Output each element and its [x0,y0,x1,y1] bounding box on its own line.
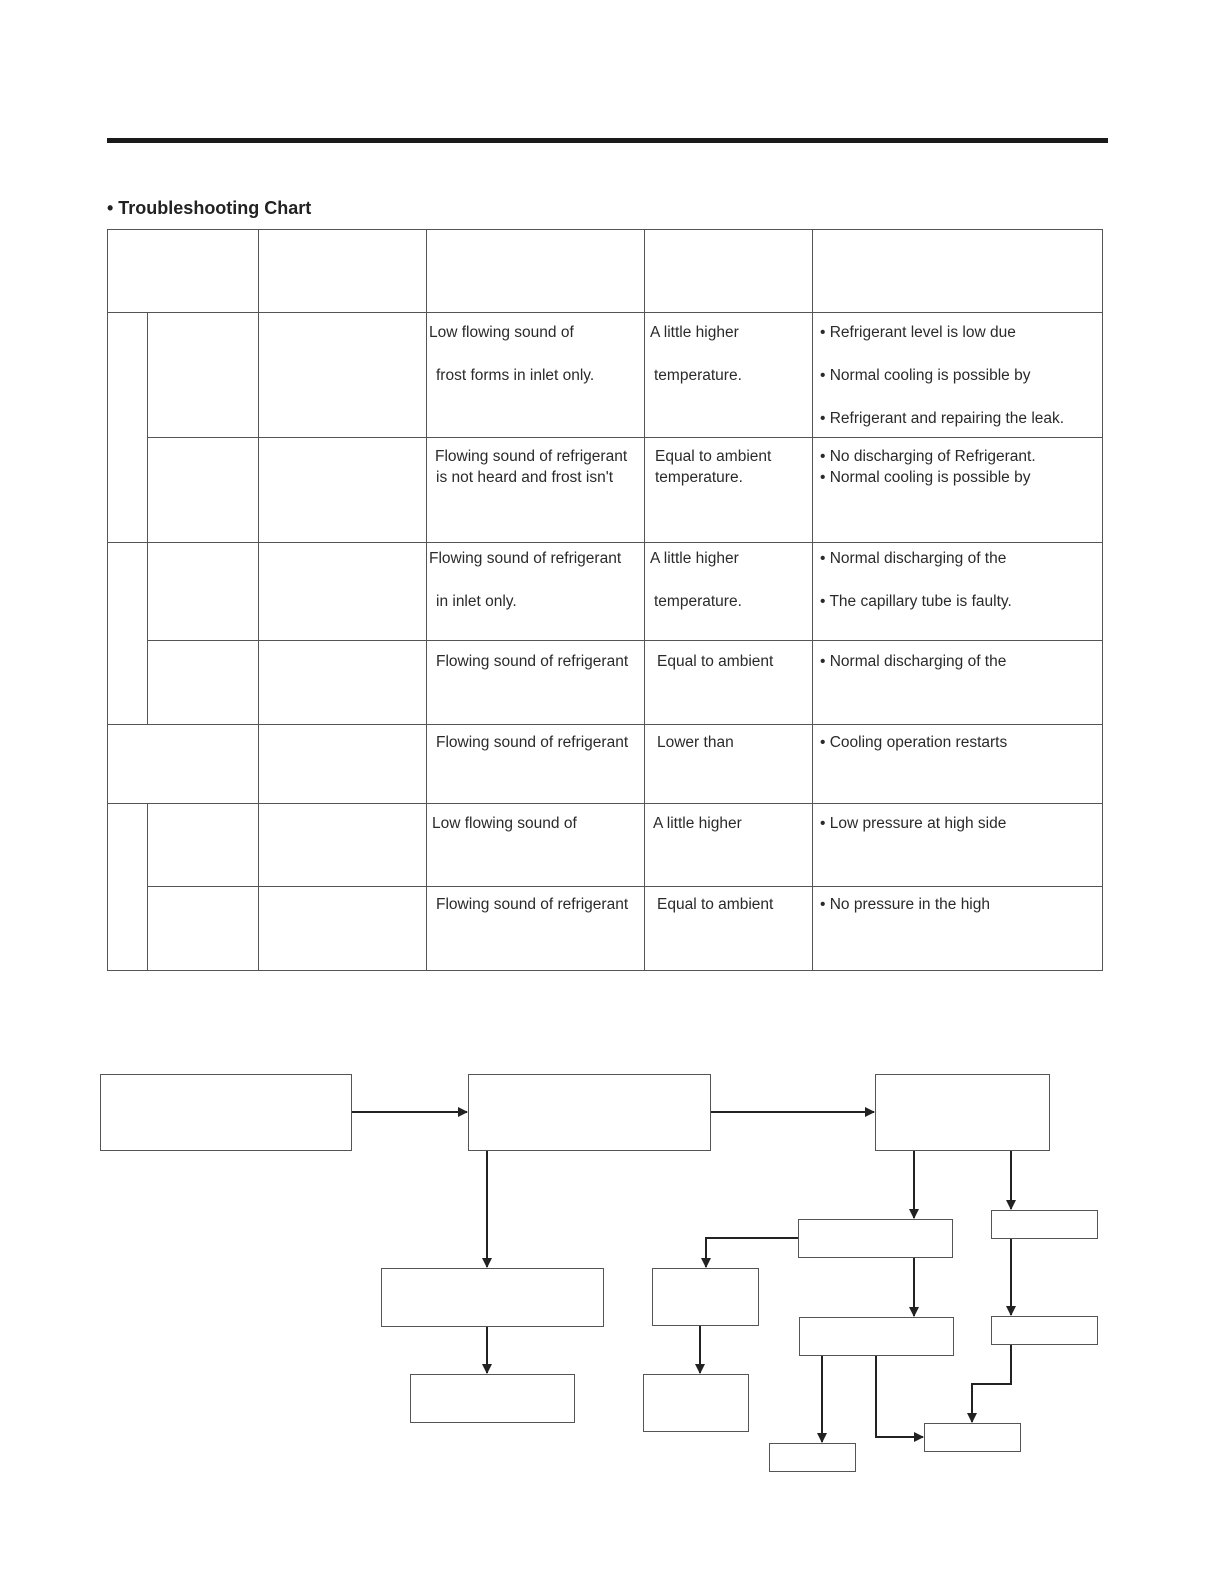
cell-row7-state: Flowing sound of refrigerant [436,896,629,913]
table-border-left [107,229,108,970]
cell-row3-state: in inlet only. [436,593,517,610]
arrow-branch-b-to-left [701,1237,798,1268]
cell-row4-state: Flowing sound of refrigerant [436,653,629,670]
cell-row1-remarks: • Refrigerant and repairing the leak. [820,410,1065,427]
table-border-right [1102,229,1103,970]
cell-row5-remarks: • Cooling operation restarts [820,734,1008,751]
cell-row3-remarks: • The capillary tube is faulty. [820,593,1012,610]
table-subrow-divider [147,437,1103,438]
table-subrow-divider [147,640,1103,641]
table-col-divider [426,229,427,970]
cell-row4-remarks: • Normal discharging of the [820,653,1007,670]
flow-box-merge [924,1423,1021,1452]
cell-row1-temperature: temperature. [654,367,742,384]
table-col-divider [147,312,148,724]
flow-box-branch-b-result-1 [769,1443,856,1472]
table-border-bottom [107,970,1103,971]
cell-row6-remarks: • Low pressure at high side [820,815,1007,832]
flow-box-step-3 [875,1074,1050,1151]
cell-row3-temperature: A little higher [650,550,739,567]
cell-row5-temperature: Lower than [657,734,734,751]
top-rule [107,138,1108,143]
cell-row2-temperature: Equal to ambient [655,448,772,465]
cell-row1-state: Low flowing sound of [429,324,574,341]
flow-box-branch-a-result [410,1374,575,1423]
table-row-divider [107,724,1103,725]
cell-row2-state: is not heard and frost isn't [436,469,614,486]
flow-box-branch-b-left [652,1268,759,1326]
cell-row1-remarks: • Refrigerant level is low due [820,324,1016,341]
cell-row2-state: Flowing sound of refrigerant [435,448,628,465]
cell-row6-temperature: A little higher [653,815,742,832]
section-title: • Troubleshooting Chart [107,198,312,218]
cell-row1-remarks: • Normal cooling is possible by [820,367,1031,384]
cell-row6-state: Low flowing sound of [432,815,577,832]
cell-row3-remarks: • Normal discharging of the [820,550,1007,567]
cell-row5-state: Flowing sound of refrigerant [436,734,629,751]
cell-row2-temperature: temperature. [655,469,743,486]
flow-box-branch-a [381,1268,604,1327]
cell-row3-temperature: temperature. [654,593,742,610]
flow-box-branch-b-next [799,1317,954,1356]
cell-row2-remarks: • No discharging of Refrigerant. [820,448,1036,465]
table-col-divider [812,229,813,970]
flow-box-start [100,1074,352,1151]
cell-row7-remarks: • No pressure in the high [820,896,990,913]
flow-box-branch-b [798,1219,953,1258]
cell-row7-temperature: Equal to ambient [657,896,774,913]
cell-row3-state: Flowing sound of refrigerant [429,550,622,567]
table-border-top [107,229,1103,230]
flow-box-step-2 [468,1074,711,1151]
flow-box-branch-b-left-result [643,1374,749,1432]
arrow-branch-b-next-to-merge [875,1356,924,1442]
table-col-divider [258,229,259,970]
table-row-divider [107,542,1103,543]
cell-row1-temperature: A little higher [650,324,739,341]
cell-row1-state: frost forms in inlet only. [436,367,595,384]
flow-box-branch-c [991,1210,1098,1239]
arrow-branch-c-next-to-merge [967,1345,1012,1423]
table-row-divider [107,312,1103,313]
cell-row4-temperature: Equal to ambient [657,653,774,670]
cell-row2-remarks: • Normal cooling is possible by [820,469,1031,486]
table-row-divider [107,803,1103,804]
flow-box-branch-c-next [991,1316,1098,1345]
table-col-divider [644,229,645,970]
table-col-divider [147,803,148,970]
table-subrow-divider [147,886,1103,887]
